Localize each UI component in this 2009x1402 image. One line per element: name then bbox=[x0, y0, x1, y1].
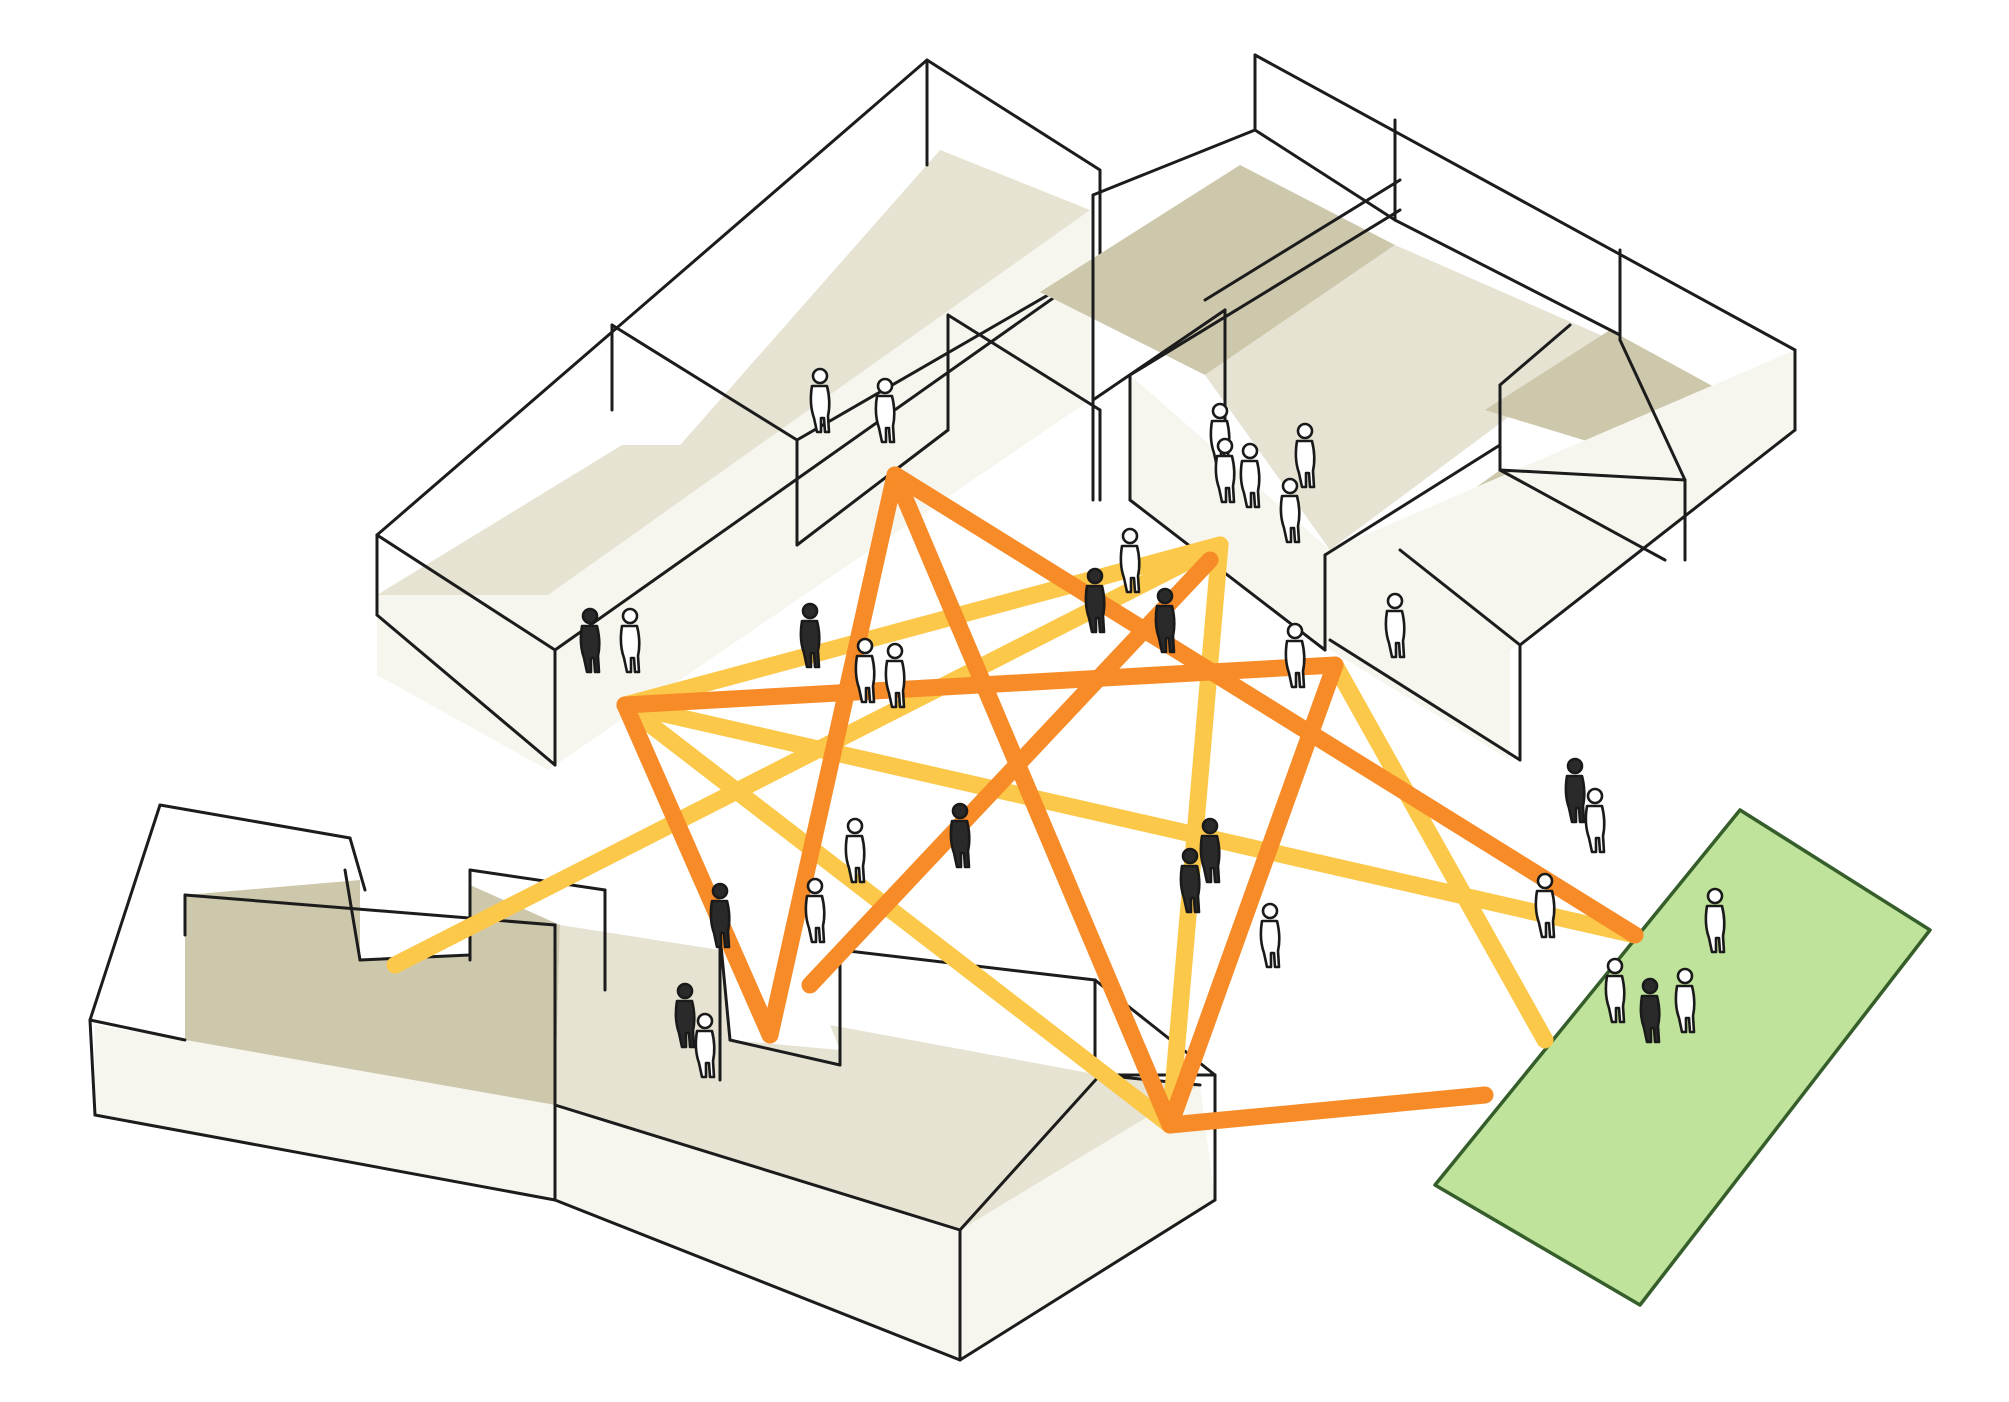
wing-nw-wall bbox=[377, 595, 548, 770]
person-icon bbox=[1199, 817, 1221, 884]
path-secondary-6 bbox=[1326, 656, 1554, 1049]
building-wing-south bbox=[88, 803, 1217, 1362]
path-secondary-5 bbox=[386, 536, 1229, 974]
path-secondary-3 bbox=[616, 696, 1179, 1134]
path-primary-5 bbox=[616, 656, 1344, 714]
secondary-paths bbox=[386, 536, 1644, 1134]
wing-s-end-wall bbox=[960, 1085, 1215, 1360]
circulation-paths bbox=[386, 466, 1644, 1134]
person-icon bbox=[1084, 567, 1106, 634]
path-primary-6 bbox=[1161, 656, 1344, 1134]
person-icon bbox=[949, 802, 971, 869]
wing-ne-floor-a bbox=[1040, 165, 1395, 375]
wing-s-side-wall bbox=[555, 1105, 960, 1360]
path-primary-7 bbox=[1161, 1086, 1494, 1134]
person-icon bbox=[804, 877, 826, 944]
person-icon bbox=[1534, 872, 1556, 939]
path-primary-8 bbox=[801, 551, 1219, 994]
person-icon bbox=[1284, 622, 1306, 689]
person-icon bbox=[1564, 757, 1586, 824]
person-icon bbox=[1259, 902, 1281, 969]
wing-ne-side-wall bbox=[1330, 350, 1795, 760]
primary-paths bbox=[616, 466, 1644, 1134]
path-primary-3 bbox=[886, 466, 1179, 1134]
path-primary-1 bbox=[616, 696, 779, 1044]
lawn-area bbox=[1433, 808, 1932, 1307]
path-primary-4 bbox=[886, 466, 1644, 944]
path-secondary-1 bbox=[616, 536, 1229, 714]
wing-s-floor-a bbox=[185, 880, 560, 1105]
building-wing-north-east bbox=[1040, 53, 1797, 762]
person-icon bbox=[709, 882, 731, 949]
wing-ne-wall bbox=[1130, 375, 1330, 650]
path-primary-2 bbox=[761, 466, 904, 1044]
wing-s-floor-c bbox=[960, 1075, 1200, 1230]
wing-s-wall bbox=[95, 1025, 555, 1200]
lawn-surface bbox=[1433, 808, 1932, 1307]
person-icon bbox=[1119, 527, 1141, 594]
path-secondary-4 bbox=[1161, 536, 1229, 1134]
person-icon bbox=[1584, 787, 1606, 854]
